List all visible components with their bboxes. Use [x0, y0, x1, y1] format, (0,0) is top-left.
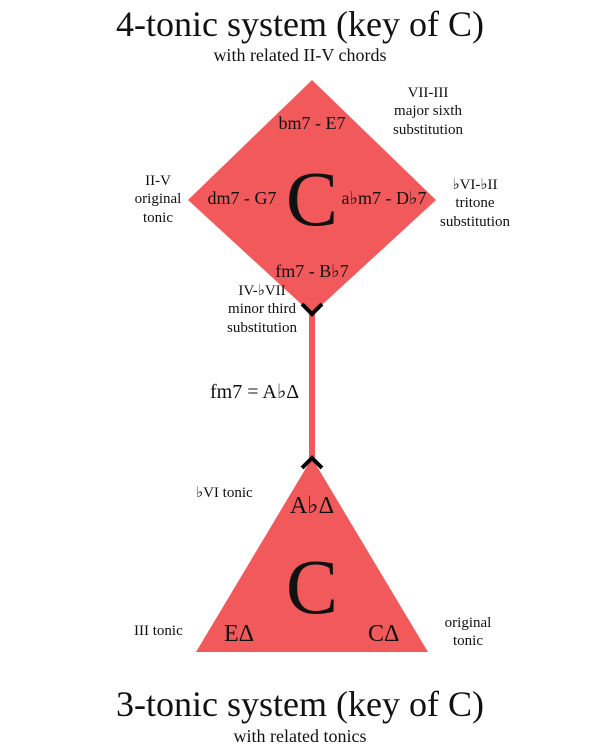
vii-iii-annotation: VII-III major sixth substitution [392, 85, 463, 138]
triangle-chord-top: A♭Δ [289, 493, 335, 519]
four-tonic-diamond [188, 80, 436, 314]
flat-vi-tonic-label: ♭VI tonic [196, 485, 253, 501]
triangle-top-marker [300, 455, 324, 470]
chord-right: a♭m7 - D♭7 [341, 188, 427, 208]
chord-bottom: fm7 - B♭7 [275, 261, 349, 281]
minor-third-annotation: IV-♭VII minor third substitution [226, 283, 297, 336]
bottom-center-tonic: C [285, 543, 339, 630]
link-equation: fm7 = A♭Δ [210, 381, 300, 403]
bottom-title: 3-tonic system (key of C) [116, 684, 484, 724]
ii-v-annotation: II-V original tonic [134, 173, 182, 226]
top-subtitle: with related II-V chords [213, 45, 387, 65]
original-tonic-annotation: original tonic [444, 615, 492, 650]
top-center-tonic: C [285, 155, 339, 242]
three-tonic-triangle [196, 458, 428, 652]
diamond-bottom-marker [300, 302, 324, 317]
connector-line [309, 312, 315, 472]
chord-left: dm7 - G7 [207, 188, 277, 208]
triangle-chord-right: CΔ [368, 621, 400, 647]
triangle-chord-left: EΔ [224, 621, 255, 647]
bottom-subtitle: with related tonics [233, 726, 367, 746]
top-title: 4-tonic system (key of C) [116, 4, 484, 44]
iii-tonic-label: III tonic [134, 623, 183, 639]
tritone-annotation: ♭VI-♭II tritone substitution [439, 177, 510, 230]
chord-top: bm7 - E7 [278, 113, 346, 133]
